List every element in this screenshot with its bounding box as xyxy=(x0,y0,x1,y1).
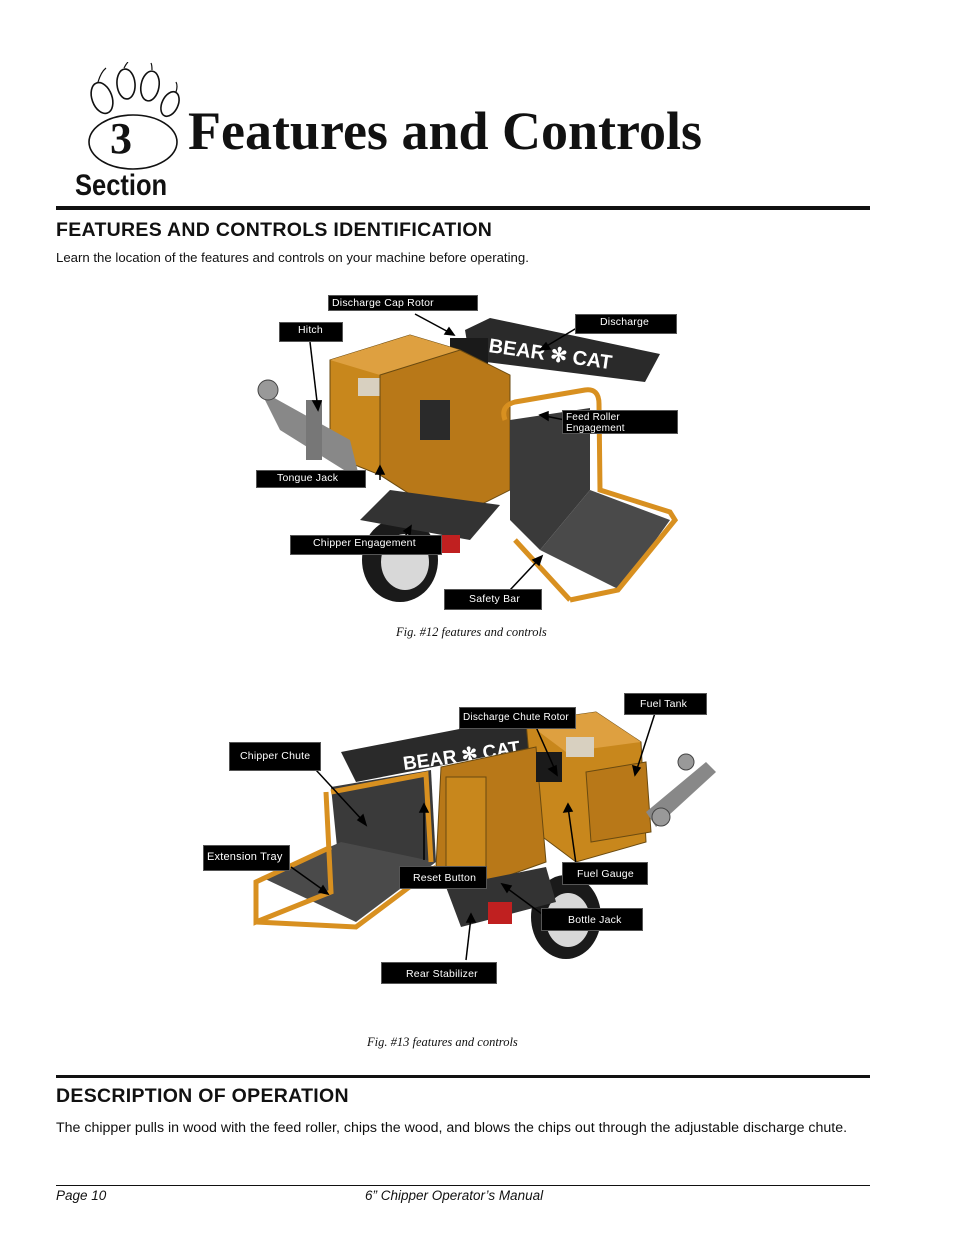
label-extension-tray: Extension Tray xyxy=(203,845,290,871)
label-discharge-chute-rotor: Discharge Chute Rotor xyxy=(459,707,576,729)
identification-intro: Learn the location of the features and c… xyxy=(56,250,529,265)
operation-heading: DESCRIPTION OF OPERATION xyxy=(56,1085,349,1107)
operation-text: The chipper pulls in wood with the feed … xyxy=(56,1120,848,1136)
footer-page-number: Page 10 xyxy=(56,1188,107,1203)
paw-print-logo xyxy=(88,62,180,170)
label-discharge-cap-rotor: Discharge Cap Rotor xyxy=(328,295,478,311)
figure-1-chipper-illustration: BEAR ✻ CAT xyxy=(257,313,679,603)
label-reset-button: Reset Button xyxy=(399,866,487,889)
section-number: 3 xyxy=(110,114,132,163)
label-hitch: Hitch xyxy=(279,322,343,342)
label-bottle-jack: Bottle Jack xyxy=(541,908,643,931)
label-rear-stabilizer: Rear Stabilizer xyxy=(381,962,497,984)
footer-manual-title: 6” Chipper Operator’s Manual xyxy=(365,1188,544,1203)
header-rule xyxy=(56,206,870,210)
figure-2-chipper-illustration: BEAR ✻ CAT xyxy=(253,709,716,961)
label-safety-bar: Safety Bar xyxy=(444,589,542,610)
label-feed-roller-engagement: Feed Roller Engagement xyxy=(562,410,678,434)
label-chipper-chute: Chipper Chute xyxy=(229,742,321,771)
label-fuel-tank: Fuel Tank xyxy=(624,693,707,715)
label-tongue-jack: Tongue Jack xyxy=(256,470,366,488)
figure-1-caption: Fig. #12 features and controls xyxy=(396,625,547,639)
figure-2-caption: Fig. #13 features and controls xyxy=(367,1035,518,1049)
section-word: Section xyxy=(75,169,168,202)
label-chipper-engagement: Chipper Engagement xyxy=(290,535,442,555)
label-fuel-gauge: Fuel Gauge xyxy=(562,862,648,885)
operation-rule xyxy=(56,1075,870,1078)
page-title: Features and Controls xyxy=(188,101,703,161)
label-discharge: Discharge xyxy=(575,314,677,334)
identification-heading: FEATURES AND CONTROLS IDENTIFICATION xyxy=(56,219,493,241)
footer-rule xyxy=(56,1185,870,1186)
